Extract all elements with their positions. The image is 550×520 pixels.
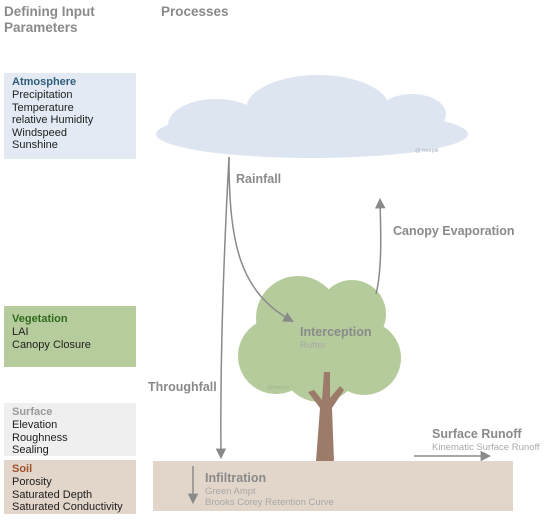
param-item: Porosity [12,476,52,488]
param-item: Elevation [12,419,58,431]
cloud-icon [156,75,468,158]
vegetation-title: Vegetation [12,313,68,325]
interception-label: Interception [300,325,372,339]
throughfall-arrow [215,156,230,460]
canopy-evaporation-label: Canopy Evaporation [393,224,515,238]
param-item: Windspeed [12,126,68,139]
tree-crown-icon [238,276,401,402]
surface-title: Surface [12,406,53,418]
rainfall-label: Rainfall [236,172,282,186]
tree-trunk-icon [308,372,344,461]
interception-method: Rutter [300,340,326,351]
param-item: Temperature [12,101,74,114]
param-item: Saturated Conductivity [12,501,123,514]
soil-title: Soil [12,463,33,475]
soil-strip [153,461,513,511]
surface-runoff-method: Kinematic Surface Runoff [432,442,540,453]
param-item: Precipitation [12,89,73,101]
throughfall-label: Throughfall [148,380,217,394]
infiltration-method: Green Ampt [205,486,256,497]
param-item: Sunshine [12,139,58,152]
evaporation-arrow [374,197,386,295]
cloud-credit: @ freepik [415,148,439,154]
atmosphere-parameters: Atmosphere Precipitation Temperature rel… [4,73,136,159]
tree-credit: @freepik [267,385,290,391]
infiltration-method: Brooks Corey Retention Curve [205,497,334,508]
param-item: Roughness [12,431,68,444]
infiltration-label: Infiltration [205,471,267,485]
param-item: relative Humidity [12,114,94,127]
param-item: Canopy Closure [12,338,91,351]
param-item: Sealing [12,444,49,457]
rainfall-arrow [228,156,294,323]
surface-parameters: Surface Elevation Roughness Sealing [4,403,136,456]
atmosphere-title: Atmosphere [12,76,77,88]
param-item: LAI [12,326,29,338]
vegetation-parameters: Vegetation LAI Canopy Closure [4,306,136,367]
soil-parameters: Soil Porosity Saturated Depth Saturated … [4,460,136,514]
surface-runoff-label: Surface Runoff [432,427,522,441]
param-item: Saturated Depth [12,488,93,501]
processes-header: Processes [161,4,229,19]
input-parameters-header: Defining Input Parameters [4,4,95,35]
